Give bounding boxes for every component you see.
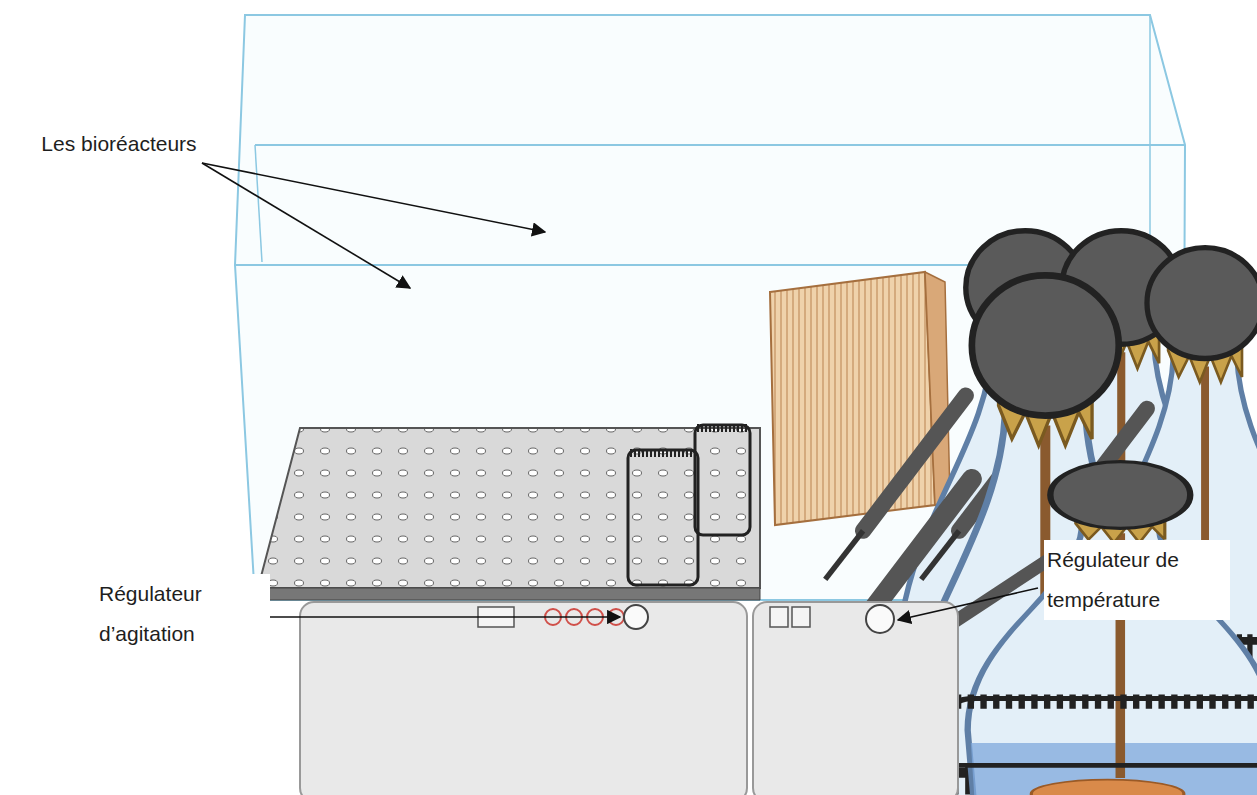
tube-rack-part [770,272,935,525]
empty-clamps [628,425,750,585]
empty-clamps-part [628,450,698,585]
leader-lines [202,163,1038,620]
base-units-part [624,605,648,629]
base-units-part [770,607,788,627]
tube-rack-part [925,272,950,505]
base-units-part [866,605,894,633]
shaker-plate [256,428,760,600]
leader-lines-part [898,588,1038,620]
glass-hood-part [1149,15,1151,265]
base-units-part [792,607,810,627]
empty-clamps-part [695,425,750,535]
base-units-part [300,602,747,795]
base-units-part [753,602,958,795]
leader-lines-part [232,616,620,618]
leader-lines-part [202,163,410,288]
shaker-plate-part [258,428,760,588]
tube-rack [770,272,950,525]
control-label: Régulateur d’agitation [96,574,270,654]
shaker-plate-part [256,588,760,600]
empty-clamps-part [697,424,748,432]
glass-hood-part [255,144,1185,146]
glass-hood-part [255,145,262,262]
empty-clamps-part [630,449,696,457]
leader-lines-part [202,163,545,232]
base-units [300,602,958,795]
control-label: Régulateur de température [1044,540,1230,620]
part-label: Les bioréacteurs [38,124,200,164]
